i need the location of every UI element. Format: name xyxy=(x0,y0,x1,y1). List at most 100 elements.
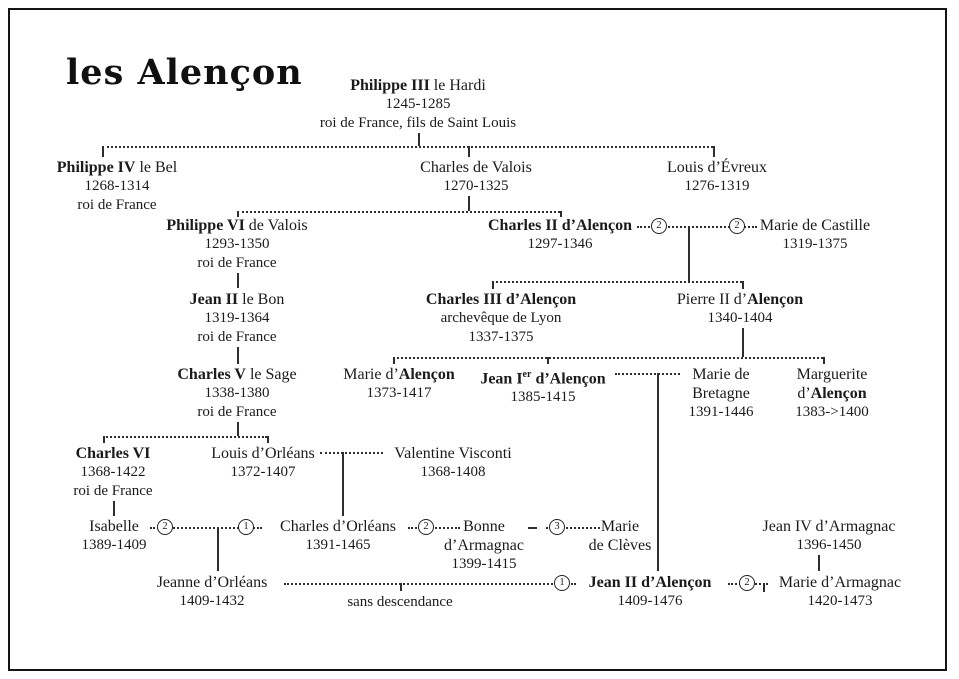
marriage-order-mark: 2 xyxy=(651,218,667,234)
person-charles-d-orleans: Charles d’Orléans 1391-1465 xyxy=(280,517,396,555)
person-philippe-iv: Philippe IV le Bel 1268-1314 roi de Fran… xyxy=(57,158,177,215)
person-name: Charles VI xyxy=(75,445,151,462)
connector-stub-jean1 xyxy=(547,357,549,364)
connector-stub-charles-valois xyxy=(468,146,470,157)
person-name: de Clèves xyxy=(588,537,652,554)
person-dates: 1391-1465 xyxy=(305,537,371,553)
person-note: archevêque de Lyon xyxy=(440,310,562,326)
connector-stub-marie-alencon xyxy=(393,357,395,364)
person-marie-de-bretagne: Marie de Bretagne 1391-1446 xyxy=(689,365,754,422)
person-name: Marie de xyxy=(692,366,750,383)
person-dates: 1297-1346 xyxy=(527,236,593,252)
person-note: roi de France xyxy=(197,329,277,345)
person-note: roi de France xyxy=(197,255,277,271)
family-title: les Alençon xyxy=(66,52,303,93)
marriage-order-mark: 2 xyxy=(157,519,173,535)
person-charles-v: Charles V le Sage 1338-1380 roi de Franc… xyxy=(177,365,296,422)
connector-pierre2-drop xyxy=(742,328,744,357)
person-dates: 1368-1422 xyxy=(80,464,146,480)
person-name: Charles II d’Alençon xyxy=(487,217,633,234)
person-dates: 1420-1473 xyxy=(807,593,873,609)
person-name: Marie de Castille xyxy=(759,217,871,234)
connector-stub-charles2 xyxy=(560,211,562,217)
person-name: Jean Ier d’Alençon xyxy=(480,369,606,388)
person-name: Marie xyxy=(600,518,640,535)
person-name: Valentine Visconti xyxy=(394,445,512,462)
connector-gen6-bracket xyxy=(103,436,267,438)
connector-charles5-drop xyxy=(237,422,239,436)
person-name: Isabelle xyxy=(89,518,139,535)
person-name: d’Alençon xyxy=(797,385,867,402)
person-jeanne-d-orleans: Jeanne d’Orléans 1409-1432 xyxy=(157,573,268,611)
person-name: Jean II le Bon xyxy=(189,291,285,308)
person-dates: 1293-1350 xyxy=(204,236,270,252)
person-note: roi de France xyxy=(77,197,157,213)
connector-stub-charles3 xyxy=(492,281,494,289)
person-name: d’Armagnac xyxy=(444,537,524,554)
marriage-order-mark: 2 xyxy=(418,519,434,535)
person-name: Louis d’Orléans xyxy=(211,445,315,462)
person-louis-d-orleans: Louis d’Orléans 1372-1407 xyxy=(211,444,315,482)
person-dates: 1399-1415 xyxy=(451,556,517,572)
person-dates: 1373-1417 xyxy=(366,385,432,401)
person-marie-de-castille: Marie de Castille 1319-1375 xyxy=(760,216,870,254)
person-marie-de-cleves: Marie de Clèves xyxy=(589,517,652,555)
person-name: Charles de Valois xyxy=(420,159,532,176)
connector-gen5-bracket xyxy=(393,357,823,359)
person-dates: 1409-1476 xyxy=(617,593,683,609)
connector-jean1-marriage-drop xyxy=(657,373,659,571)
connector-isabelle-marriage-drop xyxy=(217,527,219,571)
person-philippe-iii: Philippe III le Hardi 1245-1285 roi de F… xyxy=(320,76,516,133)
marriage-dash-marie-cleves xyxy=(528,527,537,529)
person-name: Philippe IV le Bel xyxy=(56,159,178,176)
person-jean-ii-le-bon: Jean II le Bon 1319-1364 roi de France xyxy=(190,290,285,347)
connector-sans-descendance-tick xyxy=(400,583,402,591)
connector-stub-marguerite xyxy=(823,357,825,364)
person-dates: 1268-1314 xyxy=(84,178,150,194)
person-name: Marie d’Alençon xyxy=(343,366,455,383)
marriage-line-louis-valentine xyxy=(320,452,383,454)
person-dates: 1409-1432 xyxy=(179,593,245,609)
person-dates: 1270-1325 xyxy=(443,178,509,194)
connector-gen4-bracket xyxy=(492,281,742,283)
person-dates: 1337-1375 xyxy=(468,329,534,345)
person-name: Charles d’Orléans xyxy=(280,518,396,535)
person-name: Philippe VI de Valois xyxy=(166,217,308,234)
connector-stub-philippe6 xyxy=(237,211,239,217)
person-name: Bonne xyxy=(463,518,505,535)
connector-jean4-drop xyxy=(818,555,820,571)
person-note: roi de France xyxy=(73,483,153,499)
person-jean-ier-d-alencon: Jean Ier d’Alençon 1385-1415 xyxy=(480,365,605,407)
person-name: Jean II d’Alençon xyxy=(588,574,712,591)
person-dates: 1245-1285 xyxy=(385,96,451,112)
person-louis-d-evreux: Louis d’Évreux 1276-1319 xyxy=(667,158,767,196)
marriage-order-mark: 2 xyxy=(739,575,755,591)
person-dates: 1338-1380 xyxy=(204,385,270,401)
person-jean-ii-d-alencon: Jean II d’Alençon 1409-1476 xyxy=(589,573,712,611)
person-pierre-ii-d-alencon: Pierre II d’Alençon 1340-1404 xyxy=(677,290,803,328)
connector-gen2-bracket xyxy=(102,146,713,148)
person-dates: 1396-1450 xyxy=(796,537,862,553)
person-name: Pierre II d’Alençon xyxy=(676,291,804,308)
person-name: Marie d’Armagnac xyxy=(778,574,902,591)
person-dates: 1340-1404 xyxy=(707,310,773,326)
marriage-order-mark: 1 xyxy=(238,519,254,535)
person-name: Bretagne xyxy=(692,385,750,402)
marriage-line-charles2-castille xyxy=(637,226,757,228)
marriage-order-mark: 2 xyxy=(729,218,745,234)
person-dates: 1383->1400 xyxy=(795,404,869,420)
person-dates: 1389-1409 xyxy=(81,537,147,553)
person-name: Marguerite xyxy=(796,366,868,383)
person-name: Louis d’Évreux xyxy=(667,159,767,176)
person-dates: 1368-1408 xyxy=(420,464,486,480)
person-charles-ii-d-alencon: Charles II d’Alençon 1297-1346 xyxy=(488,216,632,254)
connector-louis-marriage-drop xyxy=(342,452,344,516)
person-dates: 1385-1415 xyxy=(510,389,576,406)
page-border xyxy=(8,8,947,671)
person-marie-d-armagnac: Marie d’Armagnac 1420-1473 xyxy=(779,573,901,611)
marriage-line-isabelle-charles-orleans xyxy=(150,527,262,529)
connector-charles6-drop xyxy=(113,501,115,516)
person-dates: 1319-1364 xyxy=(204,310,270,326)
connector-gen3-bracket xyxy=(237,211,560,213)
